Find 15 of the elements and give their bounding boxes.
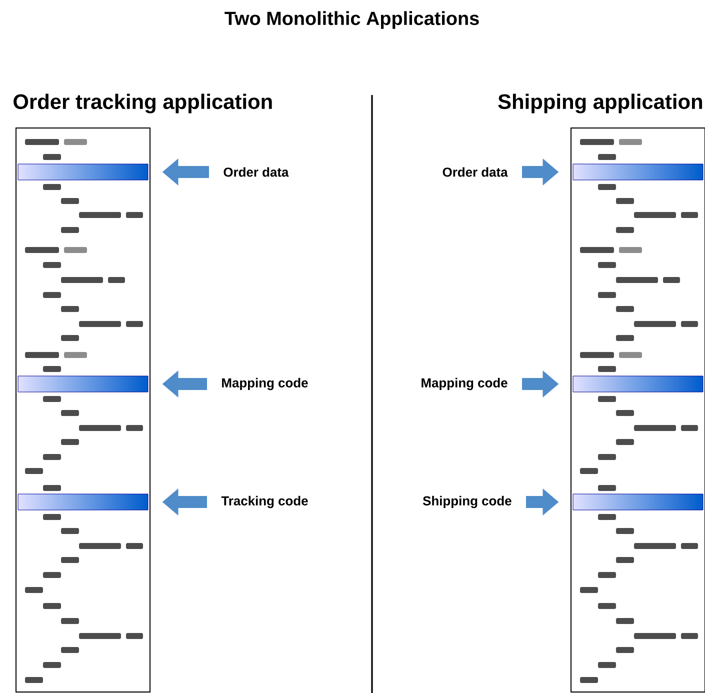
arrow-label: Order data <box>224 167 289 177</box>
highlight-bar <box>18 164 148 180</box>
title: Two Monolithic Applications <box>224 11 479 29</box>
highlight-bar <box>18 376 148 392</box>
highlight-bar <box>572 494 704 510</box>
highlight-bar <box>572 376 704 392</box>
arrow-label: Tracking code <box>221 496 308 508</box>
node-label: Order tracking application <box>14 94 272 114</box>
arrow-label: Mapping code <box>422 378 508 390</box>
node-label: Shipping application <box>498 94 702 114</box>
highlight-bar <box>18 494 148 510</box>
arrow-label: Order data <box>442 167 508 177</box>
arrow-label: Mapping code <box>222 378 308 390</box>
arrow-label: Shipping code <box>422 496 512 508</box>
highlight-bar <box>572 164 704 180</box>
